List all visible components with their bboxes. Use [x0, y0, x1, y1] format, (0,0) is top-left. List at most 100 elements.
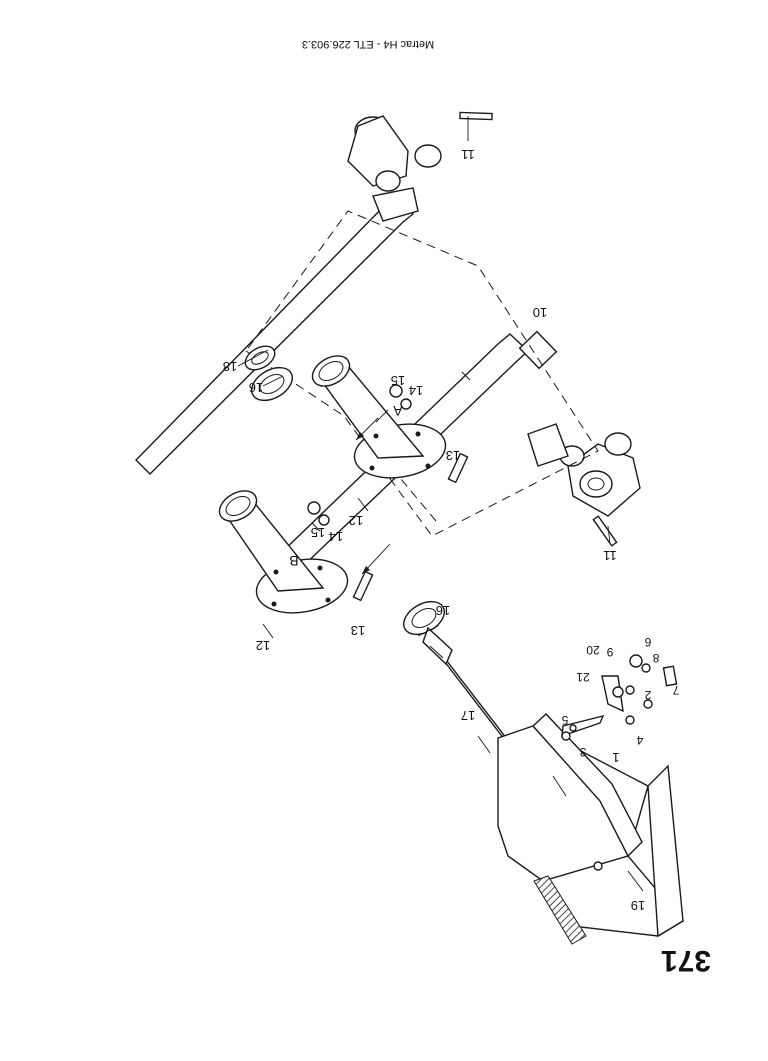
callout-3: 3 — [579, 745, 586, 759]
callout-1: 1 — [612, 750, 619, 765]
leader-11b — [607, 525, 611, 545]
callout-11-lower: 11 — [603, 548, 617, 563]
guard-mount-hole — [593, 861, 603, 871]
leader-12b — [262, 623, 274, 639]
callout-5: 5 — [561, 713, 568, 727]
cross-cap-upper-left — [414, 144, 442, 168]
grease-nipple-upper — [400, 398, 412, 410]
yoke-neck-lower — [527, 423, 569, 467]
spring-pin-upper — [459, 111, 493, 121]
callout-8: 8 — [652, 651, 659, 665]
nut-6 — [629, 654, 643, 668]
callout-19: 19 — [631, 898, 645, 913]
flange-hole — [325, 597, 331, 603]
callout-12-lower: 12 — [256, 638, 270, 653]
ball-bearing-lower-inner — [411, 608, 437, 628]
cross-cap-upper-right — [375, 170, 401, 192]
drive-shaft-assembly — [135, 111, 641, 582]
callout-13-upper: 13 — [446, 448, 460, 463]
callout-18: 18 — [223, 359, 237, 374]
flange-hole — [425, 463, 431, 469]
callout-20: 20 — [586, 643, 600, 657]
nipple-cap-upper — [389, 384, 403, 398]
nut-3 — [561, 731, 571, 741]
flange-hole — [369, 465, 375, 471]
callout-17: 17 — [461, 708, 475, 723]
rubber-strip — [533, 875, 587, 945]
shaft-collar-ring — [518, 330, 558, 370]
callout-6: 6 — [644, 635, 651, 649]
callout-15-lower: 15 — [311, 525, 325, 540]
housing-bore-inner-lower — [225, 495, 251, 516]
grease-nipple-lower — [318, 514, 330, 526]
page-number: 371 — [661, 944, 711, 977]
washer-5 — [569, 724, 577, 732]
callout-2: 2 — [644, 688, 651, 702]
callout-13-lower: 13 — [351, 623, 365, 638]
flange-hole — [317, 565, 323, 571]
housing-bore-upper — [311, 355, 351, 387]
universal-joint-lower — [527, 423, 641, 517]
bolt-lower — [352, 570, 374, 602]
bolt-2 — [643, 699, 653, 709]
leader-16b — [417, 625, 439, 637]
protective-guard — [497, 713, 685, 945]
callout-16-lower: 16 — [436, 603, 450, 618]
seal-ring-inner — [251, 351, 269, 365]
sleeve-joint-line — [461, 371, 471, 381]
spline-groove — [429, 645, 444, 659]
callout-11-upper: 11 — [461, 147, 475, 162]
flange-hole — [415, 431, 421, 437]
view-label-b: B — [289, 553, 298, 569]
rotated-sheet: Metrac H4 - ETL 226.903.3 371 — [135, 38, 711, 977]
callout-21: 21 — [576, 670, 590, 684]
housing-bore-lower — [218, 490, 258, 522]
callout-16-upper: 16 — [249, 380, 263, 395]
bolt-7 — [662, 665, 678, 687]
leader-18 — [237, 349, 269, 367]
flange-hole — [271, 601, 277, 607]
callout-7: 7 — [672, 683, 679, 697]
arrow-b-head — [356, 432, 364, 440]
shaft-spline-top — [422, 626, 453, 666]
view-label-a: A — [393, 403, 403, 419]
leader-12a — [357, 497, 369, 512]
seal-ring — [244, 345, 276, 371]
yoke-lower-upper — [372, 187, 419, 222]
yoke-upper — [347, 115, 409, 187]
leader-19 — [627, 870, 644, 892]
tube-joint-line — [311, 522, 321, 532]
washer-9 — [625, 685, 635, 695]
leader-16a — [262, 375, 284, 387]
leader-17 — [477, 735, 491, 754]
cross-cap-lower-left — [604, 432, 632, 456]
exploded-view-frame — [245, 210, 599, 537]
callout-10: 10 — [533, 305, 547, 320]
callout-4: 4 — [636, 733, 643, 747]
header-text: Metrac H4 - ETL 226.903.3 — [302, 38, 434, 50]
flange-hole — [273, 569, 279, 575]
arrow-a-head — [362, 566, 370, 574]
universal-joint-upper — [347, 115, 442, 222]
washer-8 — [641, 663, 651, 673]
callout-14-lower: 14 — [329, 529, 343, 544]
bearing-housing-upper — [311, 355, 447, 479]
ball-bearing-upper-inner — [259, 374, 285, 394]
yoke-bore-inner-lower — [587, 477, 605, 491]
callout-15-upper: 15 — [391, 373, 405, 388]
nut-20 — [612, 686, 624, 698]
guard-lip — [532, 713, 643, 858]
flange-hole — [373, 433, 379, 439]
housing-bore-inner-upper — [318, 361, 344, 381]
callout-14-upper: 14 — [409, 383, 423, 398]
bolt-upper — [447, 452, 469, 484]
guard-edge — [647, 764, 684, 938]
spring-pin-lower — [592, 515, 618, 547]
spacer-4 — [625, 715, 635, 725]
yoke-bore-lower — [579, 470, 613, 498]
leader-1 — [552, 775, 567, 797]
nipple-cap-lower — [307, 501, 321, 515]
callout-12-upper: 12 — [349, 513, 363, 528]
